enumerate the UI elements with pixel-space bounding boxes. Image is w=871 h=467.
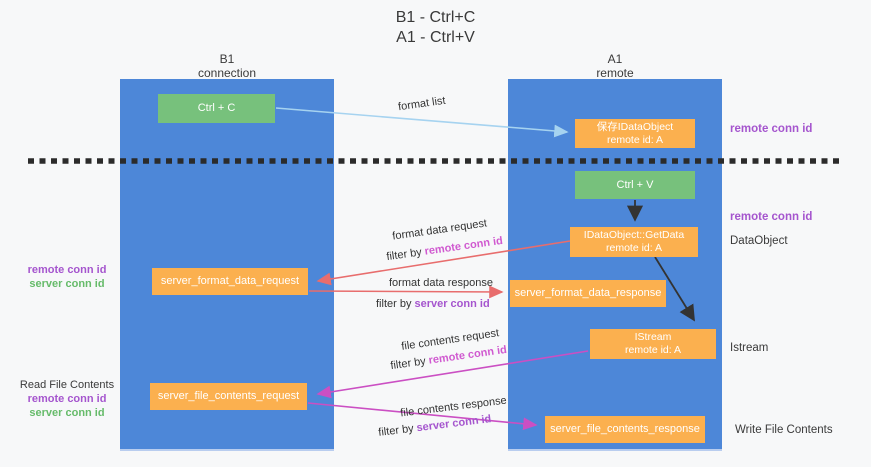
left-column-header-role: connection [197,66,257,80]
filter-by-text: filter by [385,246,423,264]
remote-conn-id-text: remote conn id [423,234,504,258]
node-ctrl-v: Ctrl + V [575,171,695,199]
node-getdata-remote-id: remote id: A [605,242,663,254]
filter-by-text: filter by [377,422,415,439]
server-conn-id-text: server conn id [415,413,492,435]
server-conn-id-text: server conn id [414,298,490,310]
node-format-response-label: server_format_data_response [514,287,662,299]
node-ctrl-v-label: Ctrl + V [616,178,654,191]
node-server-format-data-response: server_format_data_response [510,280,666,307]
left-conn-id-group-2: Read File Contents remote conn id server… [8,378,126,420]
side-label-istream: Istream [730,342,769,354]
right-column-header-name: A1 [607,52,623,66]
left-remote-conn-id-2: remote conn id [27,393,107,405]
diagram-title: B1 - Ctrl+C A1 - Ctrl+V [0,8,871,48]
node-server-file-contents-response: server_file_contents_response [545,416,705,443]
node-ctrl-c-label: Ctrl + C [197,102,236,114]
node-file-response-label: server_file_contents_response [550,423,700,435]
node-ctrl-c: Ctrl + C [158,94,275,123]
node-istream-remote-id: remote id: A [624,344,682,356]
edge-label-format-list: format list [397,94,447,114]
node-file-request-label: server_file_contents_request [157,390,300,402]
node-idataobject-getdata: IDataObject::GetData remote id: A [570,227,698,257]
side-label-remote-conn-id-mid: remote conn id [730,211,813,223]
node-server-file-contents-request: server_file_contents_request [150,383,307,410]
left-conn-id-group-1: remote conn id server conn id [8,263,126,291]
node-format-request-label: server_format_data_request [160,275,300,287]
node-save-idataobject: 保存IDataObject remote id: A [575,119,695,148]
node-istream: IStream remote id: A [590,329,716,359]
read-file-contents-label: Read File Contents [19,379,115,391]
side-label-dataobject: DataObject [730,235,788,247]
right-column-header-role: remote [596,66,634,80]
right-column-header: A1 remote [508,52,722,80]
node-getdata-title: IDataObject::GetData [583,229,685,241]
edge-label-file-contents-response: file contents response [399,394,508,420]
node-save-idataobject-remote-id: remote id: A [606,133,664,146]
filter-by-text: filter by [389,355,427,373]
title-line-2: A1 - Ctrl+V [396,29,475,46]
node-istream-title: IStream [634,331,672,343]
left-remote-conn-id-1: remote conn id [27,264,107,276]
edge-label-format-data-response: format data response [389,277,493,289]
filter-by-text: filter by [376,298,412,310]
node-server-format-data-request: server_format_data_request [152,268,308,295]
left-column-header-name: B1 [219,52,235,66]
side-label-write-file-contents: Write File Contents [735,424,833,436]
side-label-remote-conn-id-top: remote conn id [730,123,813,135]
left-column-header: B1 connection [120,52,334,80]
node-save-idataobject-title: 保存IDataObject [596,120,674,133]
title-line-1: B1 - Ctrl+C [395,9,476,26]
left-server-conn-id-2: server conn id [29,407,105,419]
arrow-format-data-response [308,285,504,299]
left-server-conn-id-1: server conn id [29,278,105,290]
